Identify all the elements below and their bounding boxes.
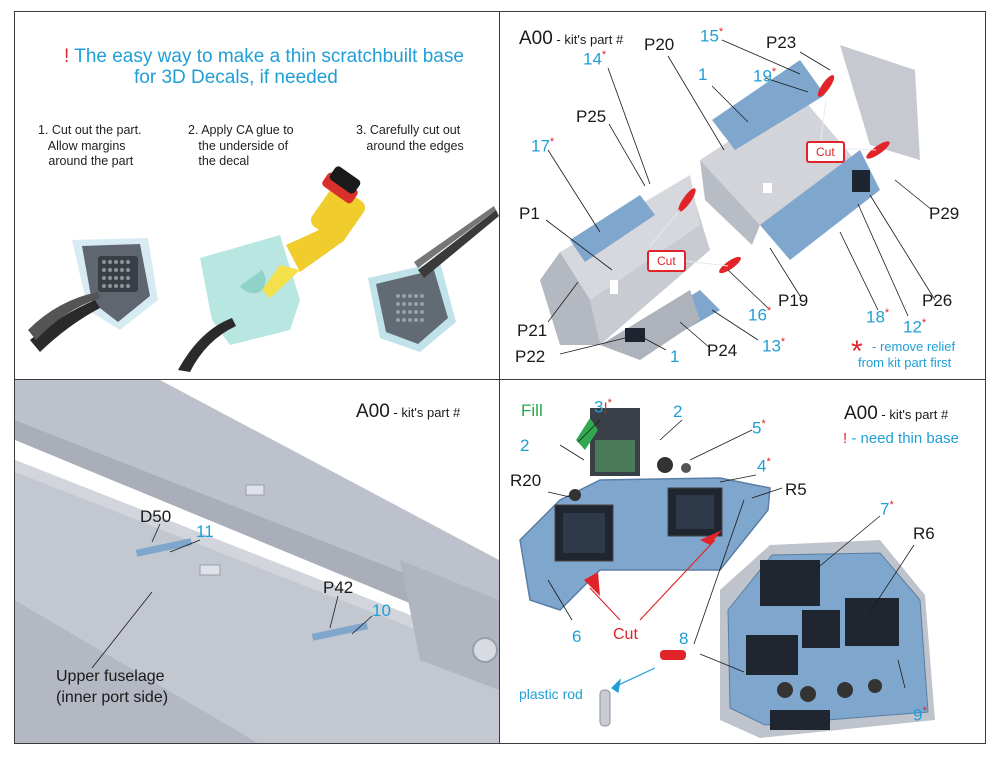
note-line2: from kit part first (858, 355, 952, 370)
label-p1: P1 (519, 204, 540, 223)
num-1-bottom: 1 (670, 347, 680, 366)
num-19: 19* (753, 66, 777, 86)
num-1-top: 1 (698, 65, 708, 84)
num-17: 17* (531, 136, 555, 156)
num-6: 6 (572, 627, 582, 646)
panel3-part-code: A00 - kit's part # (356, 401, 461, 422)
num-8: 8 (679, 629, 689, 648)
num-7: 7* (880, 499, 894, 519)
num-10: 10 (372, 601, 391, 620)
step-1-text: 1. Cut out the part. Allow margins aroun… (38, 123, 142, 169)
caption-line2: (inner port side) (56, 689, 169, 706)
label-p22: P22 (515, 347, 546, 366)
page-frame (14, 11, 986, 744)
num-4: 4* (757, 456, 771, 476)
label-r6: R6 (913, 524, 935, 543)
exclaim-mark: ! (64, 46, 70, 67)
instrument-panels-illustration (519, 408, 935, 738)
step-2-text: 2. Apply CA glue to the underside of the… (188, 123, 294, 169)
label-r5: R5 (785, 480, 807, 499)
photo-glue-decal (178, 166, 366, 372)
panel1-title-line1: ! The easy way to make a thin scratchbui… (64, 47, 464, 66)
num-3: 3!* (594, 397, 612, 417)
label-d50: D50 (140, 507, 172, 526)
horizontal-divider (14, 379, 986, 380)
plastic-rod-label: plastic rod (519, 686, 583, 702)
panel4-part-code: A00 - kit's part # (844, 403, 949, 424)
note-line1: - remove relief (872, 339, 956, 354)
num-12: 12* (903, 317, 927, 337)
panel1-title-line2: for 3D Decals, if needed (134, 67, 338, 88)
part-suffix: - kit's part # (552, 32, 624, 47)
panel2-part-code: A00 - kit's part # (519, 29, 623, 48)
num-11: 11 (196, 522, 214, 541)
cut-label: Cut (613, 626, 638, 643)
label-p20: P20 (644, 35, 675, 54)
cockpit-tub-illustration (540, 39, 936, 360)
label-p23: P23 (766, 33, 797, 52)
label-p19: P19 (778, 291, 809, 310)
label-p24: P24 (707, 341, 738, 360)
photo-cut-part (28, 238, 158, 352)
step-3-text: 3. Carefully cut out around the edges (356, 123, 464, 153)
label-p25: P25 (576, 107, 607, 126)
photo-trimmed-decal (368, 206, 499, 352)
label-p42: P42 (323, 578, 354, 597)
caption-line1: Upper fuselage (56, 668, 165, 685)
label-r20: R20 (510, 471, 542, 490)
asterisk-mark: * (851, 335, 863, 368)
num-18: 18* (866, 307, 890, 327)
num-5: 5* (752, 418, 766, 438)
num-9: 9* (913, 705, 927, 725)
num-14: 14* (583, 49, 607, 69)
num-2-left: 2 (520, 436, 530, 455)
num-13: 13* (762, 336, 786, 356)
need-base-note: ! - need thin base (843, 430, 959, 447)
part-code: A00 (519, 28, 553, 49)
label-p29: P29 (929, 204, 960, 223)
label-p21: P21 (517, 321, 548, 340)
label-fill: Fill (521, 401, 543, 420)
fuselage-illustration (15, 380, 499, 744)
num-2-right: 2 (673, 402, 683, 421)
label-p26: P26 (922, 291, 953, 310)
title-text: The easy way to make a thin scratchbuilt… (74, 46, 464, 67)
cut-label-right: Cut (806, 141, 845, 163)
cut-label-left: Cut (647, 250, 686, 272)
num-15: 15* (700, 26, 724, 46)
vertical-divider (499, 11, 500, 744)
num-16: 16* (748, 305, 772, 325)
